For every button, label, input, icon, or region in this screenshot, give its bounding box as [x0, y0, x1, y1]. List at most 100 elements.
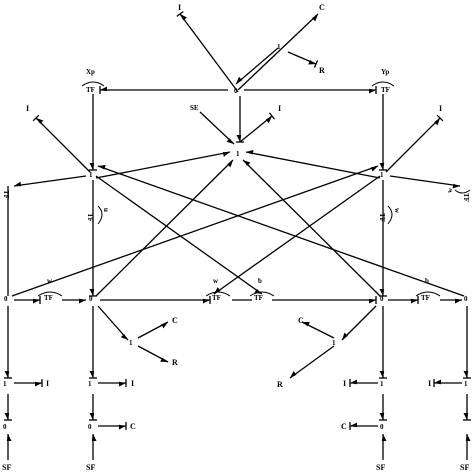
C-element-lower-left: C — [172, 316, 178, 325]
half-arrow-head — [6, 434, 12, 441]
I-element-bottom-4: I — [428, 379, 431, 388]
modulation-arc-5 — [415, 291, 441, 297]
Xp-modulus-label: Xp — [86, 68, 95, 76]
half-arrow-head — [89, 289, 95, 296]
bond-42 — [463, 306, 471, 379]
half-arrow-head — [465, 434, 471, 441]
causal-stroke — [32, 114, 40, 122]
zero-junction-far-left: 0 — [4, 295, 8, 303]
R-element-top: R — [319, 66, 325, 75]
I-element-bottom-3: I — [343, 379, 346, 388]
one-junction-bottom-2: 1 — [88, 380, 92, 388]
modulation-arc-4 — [249, 291, 275, 297]
half-arrow-head — [79, 298, 86, 304]
one-junction-center: 1 — [236, 150, 240, 158]
one-junction-lower-right: 1 — [332, 339, 336, 347]
bond-line — [199, 111, 235, 145]
bond-54 — [91, 434, 97, 460]
half-arrow-head — [243, 160, 251, 166]
bond-32 — [440, 298, 462, 304]
bond-line — [235, 47, 279, 85]
SF-source-flow-4: SF — [460, 463, 469, 472]
one-junction-bottom-1: 1 — [3, 380, 7, 388]
half-arrow-head — [35, 381, 42, 387]
bond-30 — [272, 296, 377, 304]
half-arrow-head — [379, 289, 385, 296]
bond-9 — [385, 114, 444, 173]
TF-left-vertical: TF — [86, 213, 94, 222]
bond-7 — [379, 94, 387, 171]
half-arrow-head — [160, 357, 168, 362]
modulation-arc-0 — [81, 81, 105, 87]
half-arrow-head — [36, 118, 44, 124]
bond-line — [237, 13, 319, 91]
bond-2 — [235, 47, 279, 85]
half-arrow-head — [98, 165, 106, 170]
bond-22 — [95, 159, 234, 297]
bond-11 — [239, 112, 276, 143]
bond-48 — [89, 394, 97, 421]
I-element-center: I — [278, 104, 281, 113]
causal-stroke — [176, 11, 184, 17]
zero-junction-right: 0 — [380, 295, 384, 303]
bond-34 — [137, 321, 169, 339]
I-element-top: I — [178, 3, 181, 12]
bond-24 — [95, 175, 263, 295]
I-element-bottom-1: I — [46, 379, 49, 388]
I-element-left: I — [26, 104, 29, 113]
half-arrow-head — [379, 371, 385, 378]
modulation-arc-6 — [97, 205, 103, 225]
zero-junction-far-right: 0 — [464, 295, 468, 303]
half-arrow-head — [236, 76, 243, 84]
half-arrow-head — [369, 88, 376, 94]
bond-23 — [242, 159, 381, 297]
bond-line — [11, 165, 379, 297]
bond-4 — [99, 86, 228, 94]
half-arrow-head — [379, 163, 385, 170]
half-arrow-head — [222, 152, 230, 157]
SF-source-flow-3: SF — [376, 463, 385, 472]
half-arrow-head — [463, 413, 469, 420]
bond-line — [35, 117, 91, 173]
bond-12 — [236, 96, 244, 143]
half-arrow-head — [89, 163, 95, 170]
R-element-lower-right: R — [277, 380, 283, 389]
half-arrow-head — [381, 434, 387, 441]
bond-19 — [245, 149, 381, 179]
half-arrow-head — [369, 298, 376, 304]
TF-left-low: TF — [44, 294, 53, 302]
bond-17 — [379, 180, 387, 297]
Yp-modulus-label: Yp — [381, 68, 389, 76]
TF-right-edge: TF — [462, 193, 470, 202]
bond-53 — [6, 434, 12, 460]
bond-46 — [433, 379, 462, 387]
bond-line — [341, 305, 377, 341]
bond-line — [385, 117, 441, 173]
bond-line — [289, 345, 335, 379]
bond-line — [95, 151, 231, 179]
bond-13 — [13, 175, 87, 187]
TF-center-left: TF — [212, 294, 221, 302]
u-modulus-left: u — [102, 208, 110, 212]
I-element-right: I — [439, 104, 442, 113]
TF-left-top: TF — [86, 86, 95, 94]
half-arrow-head — [227, 160, 233, 168]
C-element-top: C — [319, 3, 325, 12]
bond-41 — [379, 306, 387, 379]
one-junction-topright: 1 — [277, 43, 281, 51]
one-junction-left: 1 — [89, 171, 93, 179]
bond-line — [95, 175, 263, 295]
bond-3 — [287, 51, 319, 68]
bond-37 — [301, 321, 335, 339]
node-labels: I C 1 R 0 Xp TF Yp TF I SE I 1 I 1 1 TF … — [2, 3, 470, 472]
one-junction-bottom-4: 1 — [464, 380, 468, 388]
bond-line — [213, 175, 381, 295]
bond-5 — [244, 86, 377, 94]
half-arrow-head — [91, 434, 97, 441]
causal-stroke — [313, 60, 319, 68]
I-element-bottom-2: I — [131, 379, 134, 388]
half-arrow-head — [4, 413, 10, 420]
bond-lines — [4, 11, 471, 460]
bond-35 — [137, 345, 169, 363]
